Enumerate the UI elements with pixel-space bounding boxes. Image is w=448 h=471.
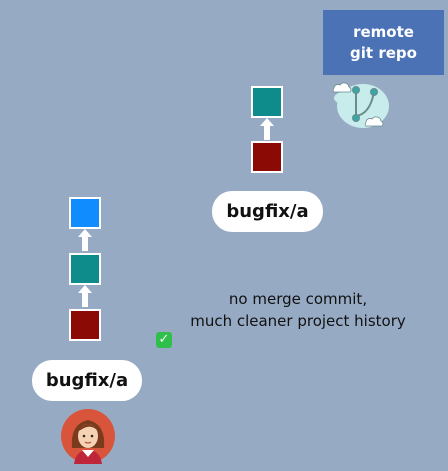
- remote-label-line1: remote: [353, 22, 414, 41]
- remote-branch-label: bugfix/a: [212, 191, 323, 232]
- local-commit-3: [69, 197, 101, 229]
- remote-repo-label: remote git repo: [323, 10, 444, 75]
- remote-arrow-up-icon: [260, 118, 274, 140]
- local-arrow-up-icon: [78, 229, 92, 251]
- remote-commit-2: [251, 86, 283, 118]
- check-mark-icon: ✓: [156, 332, 172, 348]
- local-arrow-up-icon: [78, 285, 92, 307]
- note-line2: much cleaner project history✓: [150, 310, 446, 348]
- git-cloud-icon: [332, 82, 389, 128]
- developer-avatar-icon: [61, 409, 115, 464]
- local-commit-2: [69, 253, 101, 285]
- remote-commit-1: [251, 141, 283, 173]
- local-branch-label: bugfix/a: [32, 360, 142, 401]
- remote-label-line2: git repo: [350, 43, 417, 62]
- note-line1: no merge commit,: [228, 290, 368, 308]
- note-text: no merge commit, much cleaner project hi…: [150, 288, 446, 348]
- local-commit-1: [69, 309, 101, 341]
